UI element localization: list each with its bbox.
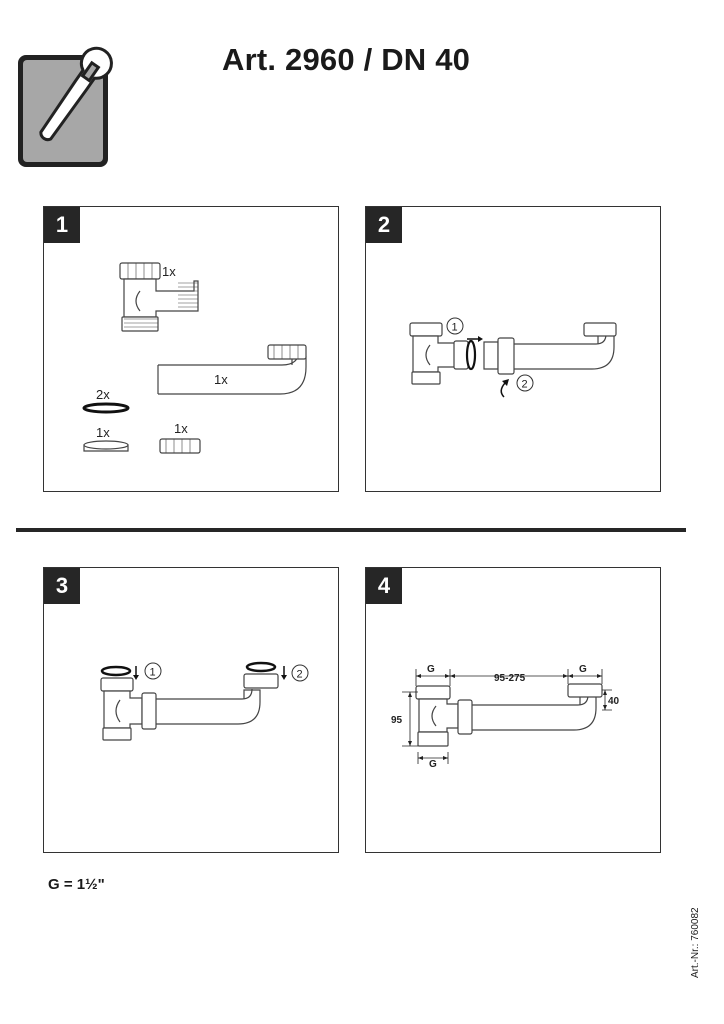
nut-quantity-label: 1x xyxy=(174,421,188,436)
elbow-pipe-part xyxy=(483,322,617,375)
page-title: Art. 2960 / DN 40 xyxy=(222,42,471,77)
pipe-quantity-label: 1x xyxy=(214,372,228,387)
tools-icon-background xyxy=(23,46,113,162)
seal-ring-part xyxy=(100,665,132,677)
step-3-number: 3 xyxy=(44,568,80,604)
elbow-pipe-part xyxy=(157,344,307,395)
step-1-panel: 1 1x 1x 2x 1x 1x xyxy=(43,206,339,492)
section-divider xyxy=(16,528,686,532)
step-2-panel: 2 1 2 xyxy=(365,206,661,492)
step-3-callout-1: 1 xyxy=(150,667,156,679)
wrench-icon xyxy=(39,46,113,142)
step-1-number: 1 xyxy=(44,207,80,243)
dimension-g-top-left: G xyxy=(427,664,435,675)
step-1-parts-drawing: 1x 1x 2x 1x 1x xyxy=(82,262,307,454)
trap-body-part xyxy=(119,262,199,332)
step-2-assembly-drawing: 1 2 xyxy=(409,317,617,398)
seal-quantity-label: 2x xyxy=(96,387,110,402)
step-2-number: 2 xyxy=(366,207,402,243)
seal-ring-part xyxy=(82,402,130,414)
step-4-number: 4 xyxy=(366,568,402,604)
union-nut-part xyxy=(159,438,201,454)
trap-body-part xyxy=(409,322,469,385)
trap-quantity-label: 1x xyxy=(162,264,176,279)
assembled-siphon xyxy=(100,673,279,741)
step-4-dimension-drawing: G 95-275 G 95 40 G xyxy=(391,664,620,770)
step-2-callout-2: 2 xyxy=(522,379,528,391)
dimension-height: 95 xyxy=(391,715,403,726)
disc-quantity-label: 1x xyxy=(96,425,110,440)
dimension-g-bottom: G xyxy=(429,759,437,770)
article-number: Art.-Nr.: 760082 xyxy=(690,907,701,978)
thread-size-note: G = 1½" xyxy=(48,876,105,893)
dimension-g-top-right: G xyxy=(579,664,587,675)
step-3-panel: 3 1 2 xyxy=(43,567,339,853)
dimension-offset: 40 xyxy=(608,696,620,707)
assembled-siphon xyxy=(415,683,603,747)
step-4-panel: 4 G 95-275 xyxy=(365,567,661,853)
dimension-range: 95-275 xyxy=(494,673,526,684)
step-3-assembly-drawing: 1 2 xyxy=(100,661,309,741)
dimension-arrowheads xyxy=(408,674,607,760)
step-2-callout-1: 1 xyxy=(452,322,458,334)
step-3-callout-2: 2 xyxy=(297,669,303,681)
disc-part xyxy=(83,440,129,452)
seal-ring-part xyxy=(245,661,277,673)
tools-icon-box xyxy=(18,46,113,167)
seal-ring-part xyxy=(465,339,477,371)
